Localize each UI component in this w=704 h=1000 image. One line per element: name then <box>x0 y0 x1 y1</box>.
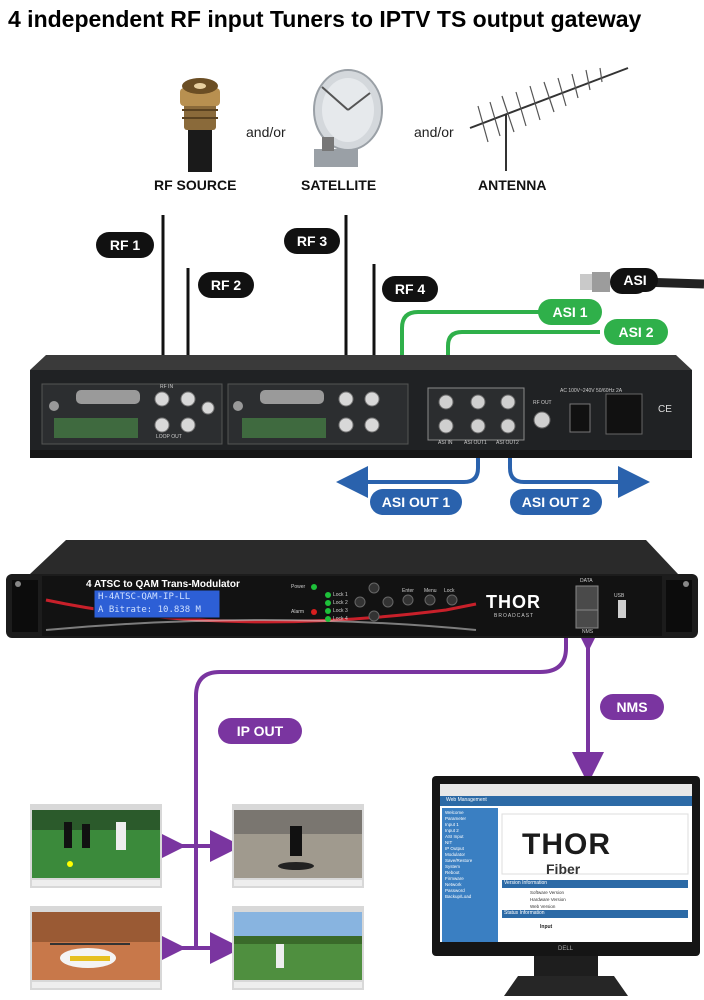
asi-cable-label: ASI <box>612 268 658 292</box>
asi-out2-label: ASI OUT2 <box>496 440 519 446</box>
ip-out-badge: IP OUT <box>218 718 302 744</box>
monitor-menu: Welcome Parameter Input 1 Input 2 ASI In… <box>445 810 497 900</box>
rf1-badge: RF 1 <box>96 232 154 258</box>
menu-item[interactable]: Firmware <box>445 876 464 881</box>
video-thumbnail-field <box>232 906 364 990</box>
software-version-label: Software Version <box>530 890 565 895</box>
nms-badge: NMS <box>600 694 664 720</box>
video-thumbnail-helicopter <box>30 906 162 990</box>
data-port-label: DATA <box>580 578 593 584</box>
menu-item[interactable]: Backup/Load <box>445 894 472 899</box>
menu-item[interactable]: Input 1 <box>445 822 459 827</box>
svg-text:CE: CE <box>658 404 672 415</box>
front-panel-device <box>6 540 698 638</box>
ac-label: AC 100V~240V 50/60Hz 2A <box>560 388 623 394</box>
lcd-line1: H-4ATSC-QAM-IP-LL <box>98 592 191 602</box>
asi1-badge: ASI 1 <box>538 299 602 325</box>
monitor-frame <box>432 776 700 996</box>
ip-out-line <box>194 620 568 948</box>
power-label: Power <box>291 584 306 590</box>
lcd-line2: A Bitrate: 10.838 M <box>98 605 201 615</box>
menu-item[interactable]: Modulator <box>445 852 466 857</box>
hardware-version-label: Hardware Version <box>530 897 566 902</box>
rf-out-label: RF OUT <box>533 400 552 406</box>
lock3-label: Lock 3 <box>333 608 348 614</box>
web-version-label: Web Version <box>530 904 556 909</box>
andor-label-1: and/or <box>246 124 286 140</box>
video-thumbnail-soccer <box>30 804 162 888</box>
antenna-icon <box>469 67 629 171</box>
menu-item[interactable]: Save/Restore <box>445 858 473 863</box>
asi-in-label: ASI IN <box>438 440 453 446</box>
status-header: Status Information <box>504 910 545 916</box>
menu-item[interactable]: Password <box>445 888 465 893</box>
satellite-dish-icon <box>313 69 383 167</box>
input-label: Input <box>540 924 553 930</box>
enter-label: Enter <box>402 588 414 594</box>
menu-item[interactable]: ASI Input <box>445 834 464 839</box>
menu-item[interactable]: Input 2 <box>445 828 459 833</box>
alarm-label: Alarm <box>291 609 305 615</box>
menu-item[interactable]: Reboot <box>445 870 460 875</box>
rf4-badge: RF 4 <box>382 276 438 302</box>
menu-item[interactable]: Parameter <box>445 816 467 821</box>
andor-label-2: and/or <box>414 124 454 140</box>
asi2-line <box>432 330 600 392</box>
monitor-header: Web Management <box>446 797 487 803</box>
lock2-label: Lock 2 <box>333 600 348 606</box>
menu-item[interactable]: System <box>445 864 461 869</box>
usb-label: USB <box>614 593 625 599</box>
satellite-label: SATELLITE <box>301 177 377 193</box>
nms-port-label: NMS <box>582 629 594 635</box>
menu-item[interactable]: NIT <box>445 840 453 845</box>
asi-out2-line <box>508 448 650 498</box>
rf-source-connector-icon <box>180 78 220 172</box>
rear-panel-device: CE <box>30 355 692 458</box>
lock-label: Lock <box>444 588 455 594</box>
menu-item[interactable]: Network <box>445 882 462 887</box>
menu-label: Menu <box>424 588 437 594</box>
menu-item[interactable]: Welcome <box>445 810 464 815</box>
antenna-label: ANTENNA <box>478 177 547 193</box>
rf3-badge: RF 3 <box>284 228 340 254</box>
video-thumbnail-skate <box>232 804 364 888</box>
asi-out1-label: ASI OUT1 <box>464 440 487 446</box>
menu-item[interactable]: IP Output <box>445 846 464 851</box>
asi-out2-badge: ASI OUT 2 <box>510 489 602 515</box>
rf-in-label: RF IN <box>160 384 174 390</box>
monitor-brand-sub: Fiber <box>546 861 581 877</box>
monitor-brand-logo: THOR <box>522 828 611 861</box>
brand-sub-label: BROADCAST <box>494 613 535 619</box>
model-title: 4 ATSC to QAM Trans-Modulator <box>86 579 240 590</box>
version-header: Version Information <box>504 880 548 886</box>
loop-out-label: LOOP OUT <box>156 434 182 440</box>
page-title: 4 independent RF input Tuners to IPTV TS… <box>8 6 642 32</box>
rf2-badge: RF 2 <box>198 272 254 298</box>
rf-source-label: RF SOURCE <box>154 177 237 193</box>
lock4-label: Lock 4 <box>333 616 348 622</box>
brand-logo: THOR <box>486 592 541 612</box>
asi-out1-line <box>336 448 480 498</box>
monitor-bezel-brand: DELL <box>558 946 574 952</box>
asi-out1-badge: ASI OUT 1 <box>370 489 462 515</box>
lock1-label: Lock 1 <box>333 592 348 598</box>
asi2-badge: ASI 2 <box>604 319 668 345</box>
